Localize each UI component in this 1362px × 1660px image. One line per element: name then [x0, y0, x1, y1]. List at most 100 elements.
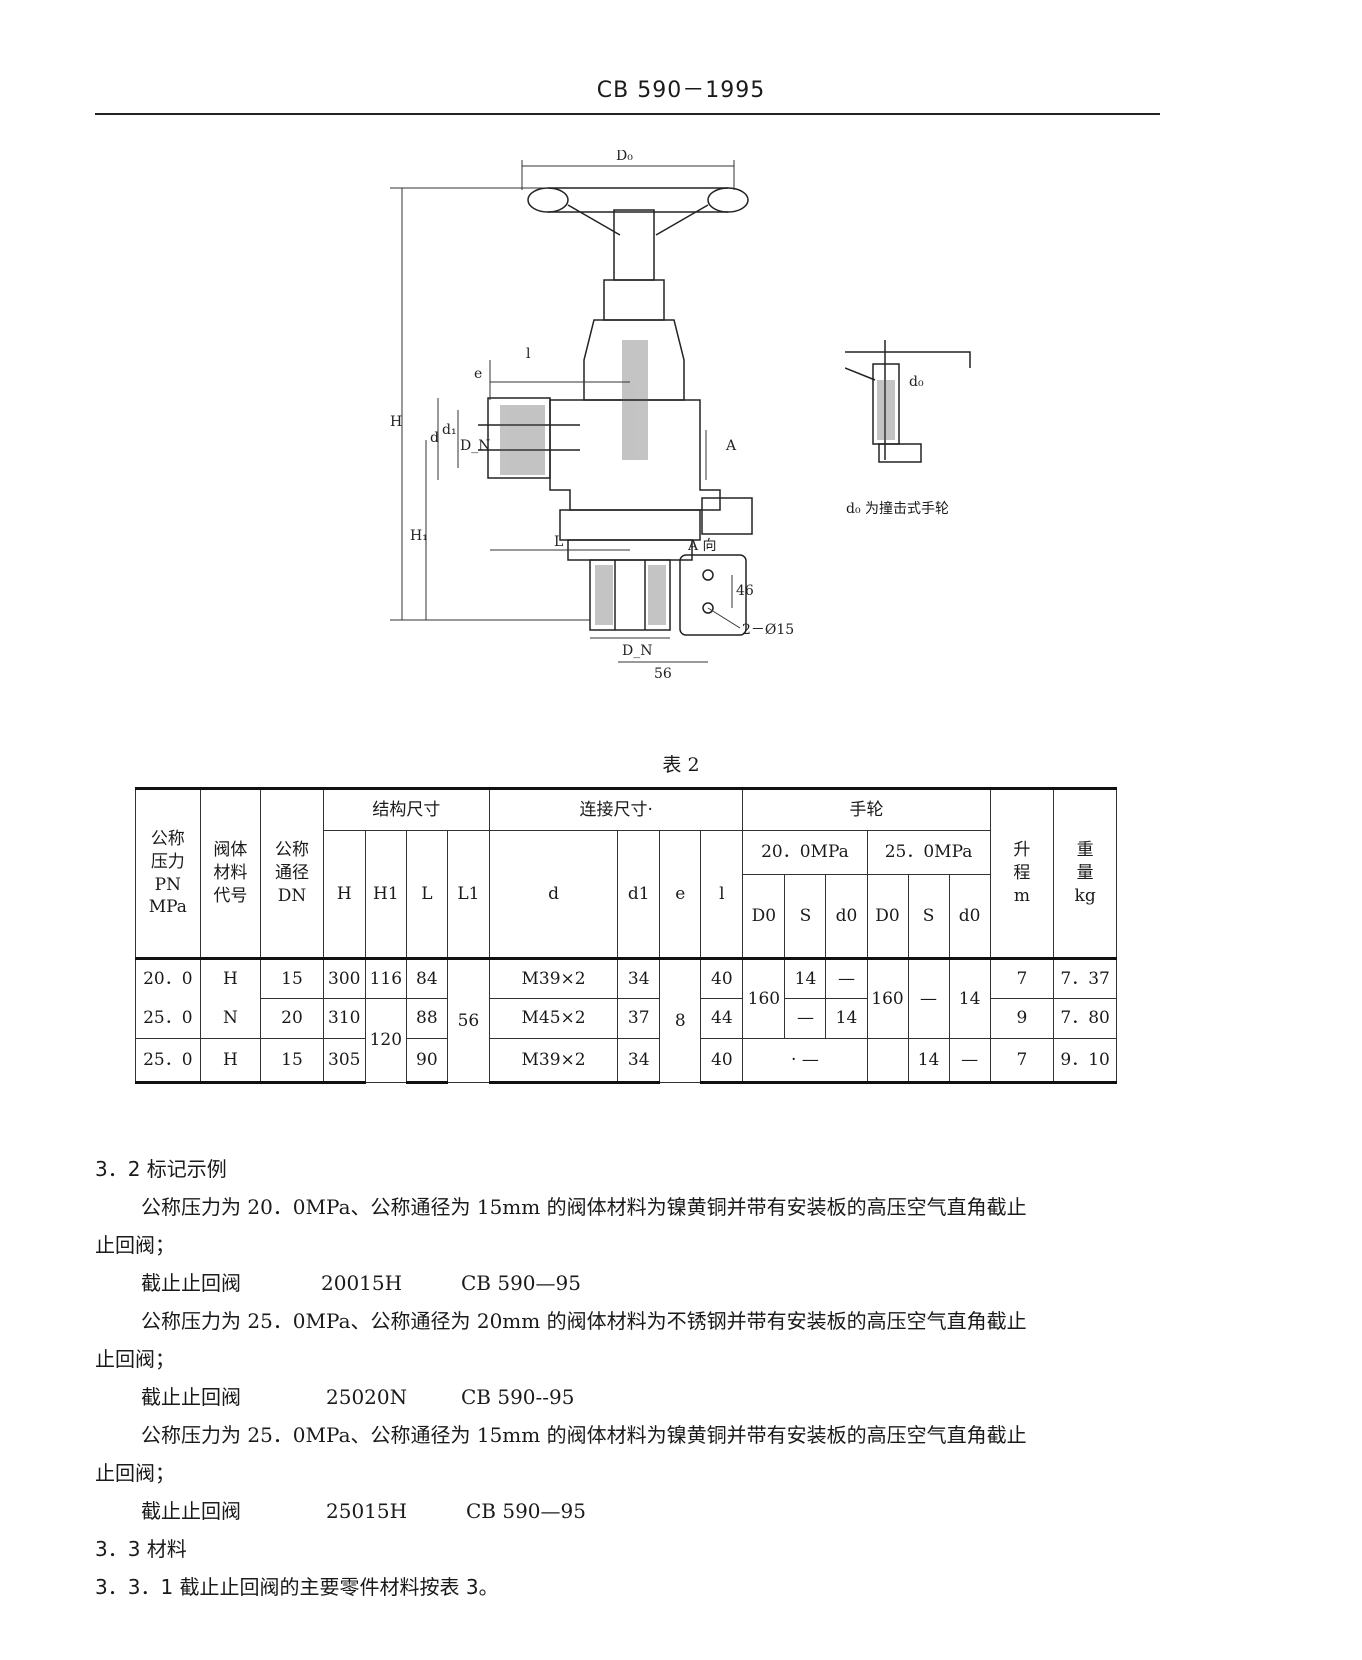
- cell-d1-1: 34: [617, 957, 661, 999]
- cell-d020-2: 14: [825, 998, 868, 1039]
- head-p25: 25．0MPa: [866, 830, 991, 875]
- header-rule: [95, 113, 1160, 115]
- cell-e-merged: 8: [659, 957, 702, 1083]
- cell-lift-2: 9: [989, 998, 1055, 1039]
- cell-mat-1: H: [199, 957, 262, 999]
- cell-H-3: 305: [322, 1038, 366, 1084]
- cell-d020-1: —: [825, 957, 868, 999]
- cell-H-2: 310: [322, 998, 366, 1039]
- section-3-3-1: 3．3．1 截止止回阀的主要零件材料按表 3。: [95, 1575, 499, 1599]
- example-1-text: 公称压力为 20．0MPa、公称通径为 15mm 的阀体材料为镍黄铜并带有安装板…: [141, 1195, 1027, 1219]
- cell-d-2: M45×2: [488, 998, 619, 1039]
- label-DN-bottom: D_N: [622, 643, 652, 659]
- table-row: 20．0 H 15 300 116 84 56 M39×2 34 8 40 16…: [135, 957, 1117, 1083]
- cell-hand20-3: · —: [742, 1038, 868, 1084]
- cell-d025-merged: 14: [948, 957, 991, 1039]
- label-46: 46: [736, 583, 754, 599]
- head-struct: 结构尺寸: [322, 787, 490, 831]
- handwheel-detail: d₀: [845, 340, 971, 463]
- table-row: 25．0 H 15 305 90 M39×2 34 40 · — 14 — 7 …: [135, 1038, 1117, 1084]
- label-holes: 2－Ø15: [742, 622, 794, 638]
- label-e: e: [474, 366, 482, 382]
- cell-pn-2: 25．0: [135, 998, 201, 1039]
- cell-pn-3: 25．0: [135, 1038, 201, 1084]
- head-S-20: S: [784, 874, 827, 959]
- cell-D0-20-merged: 160: [742, 957, 786, 1039]
- valve-drawing: D₀ H H₁ l e d d₁ D_N L D_N A A 向 46 2－Ø1…: [390, 150, 794, 682]
- cell-H-1: 300: [322, 957, 366, 999]
- head-D0-25: D0: [866, 874, 909, 959]
- section-3-2: 3．2 标记示例: [95, 1157, 227, 1181]
- head-d1: d1: [617, 830, 661, 959]
- label-d1: d₁: [442, 422, 457, 438]
- body-text: 3．2 标记示例 公称压力为 20．0MPa、公称通径为 15mm 的阀体材料为…: [95, 1150, 1175, 1606]
- cell-d1-2: 37: [617, 998, 661, 1039]
- cell-L-3: 90: [405, 1038, 448, 1084]
- label-L: L: [554, 534, 563, 550]
- page-header: CB 590－1995: [596, 78, 766, 103]
- head-d: d: [488, 830, 619, 959]
- cell-lift-3: 7: [989, 1038, 1055, 1084]
- cell-l-3: 40: [700, 1038, 744, 1084]
- cell-H1-1: 116: [364, 957, 407, 999]
- detail-label: d₀: [909, 374, 924, 390]
- cell-mat-2: N: [199, 998, 262, 1039]
- cell-D0-25-merged: 160: [866, 957, 909, 1039]
- example-3-text: 公称压力为 25．0MPa、公称通径为 15mm 的阀体材料为镍黄铜并带有安装板…: [141, 1423, 1027, 1447]
- head-L: L: [405, 830, 448, 959]
- head-l: l: [700, 830, 744, 959]
- cell-weight-1: 7．37: [1053, 957, 1117, 999]
- cell-d025-3: —: [948, 1038, 991, 1084]
- detail-caption: d₀ 为撞击式手轮: [846, 501, 950, 517]
- label-D0: D₀: [616, 150, 633, 164]
- head-L1: L1: [446, 830, 490, 959]
- example-1-text-cont: 止回阀；: [95, 1233, 175, 1257]
- cell-S25-3: 14: [907, 1038, 950, 1084]
- head-e: e: [659, 830, 702, 959]
- cell-l-1: 40: [700, 957, 744, 999]
- cell-d1-3: 34: [617, 1038, 661, 1084]
- cell-D0-25-3: [866, 1038, 909, 1084]
- label-DN-side: D_N: [460, 438, 490, 454]
- cell-S20-1: 14: [784, 957, 827, 999]
- cell-d-1: M39×2: [488, 957, 619, 999]
- cell-weight-3: 9．10: [1053, 1038, 1117, 1084]
- example-2-text-cont: 止回阀；: [95, 1347, 175, 1371]
- cell-pn-1: 20．0: [135, 957, 201, 999]
- head-H1: H1: [364, 830, 407, 959]
- cell-lift-1: 7: [989, 957, 1055, 999]
- cell-mat-3: H: [199, 1038, 262, 1084]
- cell-l-2: 44: [700, 998, 744, 1039]
- label-A: A: [725, 438, 737, 454]
- label-H: H: [390, 414, 402, 430]
- label-H1: H₁: [410, 528, 428, 544]
- label-l: l: [526, 346, 531, 362]
- head-hand: 手轮: [742, 787, 991, 831]
- head-H: H: [322, 830, 366, 959]
- label-A-view: A 向: [687, 538, 717, 554]
- cell-d-3: M39×2: [488, 1038, 619, 1084]
- head-d0-25: d0: [948, 874, 991, 959]
- cell-L1-merged: 56: [446, 957, 490, 1083]
- section-3-3: 3．3 材料: [95, 1537, 187, 1561]
- cell-H1-merged: 120: [364, 998, 407, 1083]
- label-56: 56: [654, 666, 672, 682]
- cell-S25-merged: —: [907, 957, 950, 1039]
- cell-L-2: 88: [405, 998, 448, 1039]
- head-d0-20: d0: [825, 874, 868, 959]
- label-d: d: [430, 430, 439, 446]
- cell-dn-2: 20: [260, 998, 324, 1039]
- cell-dn-3: 15: [260, 1038, 324, 1084]
- example-2-text: 公称压力为 25．0MPa、公称通径为 20mm 的阀体材料为不锈钢并带有安装板…: [141, 1309, 1027, 1333]
- head-material: 阀体材料代号: [199, 787, 262, 959]
- head-S-25: S: [907, 874, 950, 959]
- cell-dn-1: 15: [260, 957, 324, 999]
